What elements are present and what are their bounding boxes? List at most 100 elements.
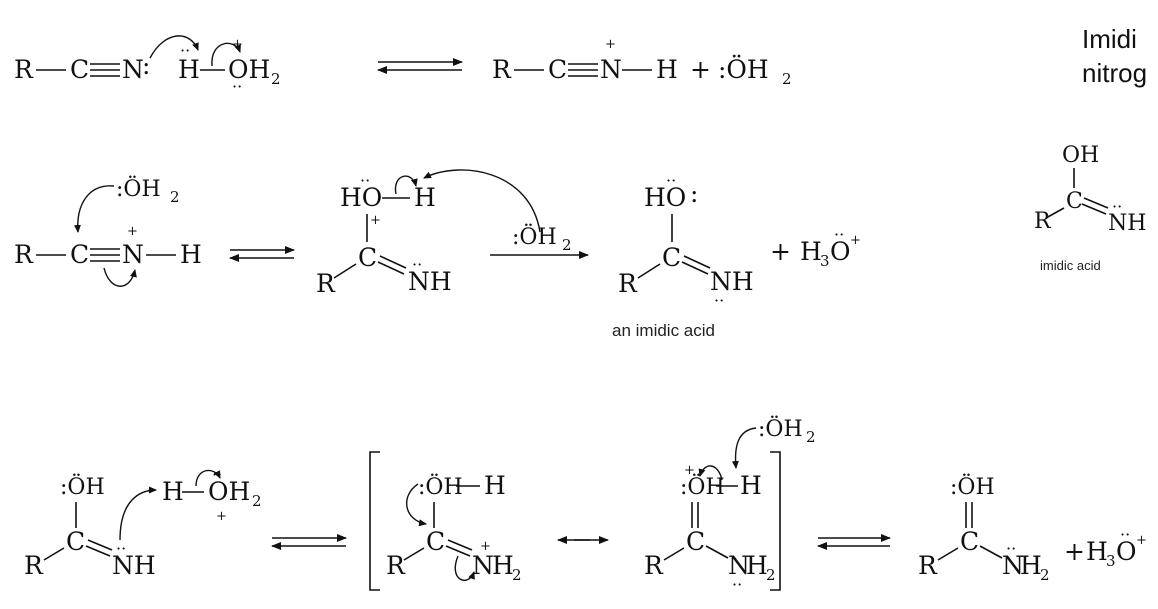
svg-text:2: 2 [271, 70, 281, 88]
svg-text:2: 2 [766, 566, 776, 584]
svg-text:+: + [370, 213, 381, 228]
svg-text:··: ·· [232, 77, 242, 96]
caption-imidic-acid: imidic acid [1040, 258, 1101, 273]
water-reagent: :ÖH [116, 175, 161, 202]
row3-imidic-acid: :ÖH C R NH ·· H OH 2 ·· + [24, 465, 262, 580]
row3-resonance-a: :ÖH H C R N H 2 + [386, 471, 522, 584]
svg-text:N: N [600, 55, 622, 84]
svg-text:+: + [1136, 533, 1147, 548]
svg-text:R: R [918, 551, 938, 580]
row3-amide-product: :ÖH C R N ·· H 2 + H 3 O ·· + [918, 473, 1147, 584]
svg-text:H: H [656, 55, 678, 84]
svg-text:H: H [180, 240, 202, 269]
row1-reactant-nitrile: R C N : [14, 51, 150, 84]
atom-h: H [178, 55, 200, 84]
svg-text:2: 2 [512, 566, 522, 584]
svg-text:C: C [662, 243, 681, 272]
svg-text:NH: NH [1108, 211, 1146, 236]
svg-text:H: H [740, 471, 762, 500]
equilibrium-arrow-1 [377, 58, 463, 74]
svg-text::: : [690, 179, 698, 208]
svg-text:··: ·· [1112, 197, 1122, 216]
equilibrium-arrow-4 [817, 534, 891, 550]
svg-text:C: C [358, 243, 377, 272]
svg-text::ÖH: :ÖH [60, 473, 105, 500]
svg-text:+: + [1064, 537, 1085, 566]
svg-text:R: R [316, 269, 336, 298]
svg-text:3: 3 [820, 252, 830, 270]
svg-text:O: O [830, 237, 851, 266]
svg-text:+: + [690, 55, 711, 84]
svg-text:C: C [66, 527, 85, 556]
svg-text:C: C [686, 527, 705, 556]
row2-oxonium-intermediate: HO ·· H + C R NH ·· [316, 169, 541, 298]
svg-text:C: C [426, 527, 445, 556]
svg-text:H: H [1086, 537, 1108, 566]
svg-text:+: + [605, 37, 616, 52]
row1-protonated-nitrile: R C N + H + :ÖH 2 [492, 37, 792, 88]
svg-text:N: N [728, 551, 750, 580]
atom-o: OH [228, 55, 270, 84]
svg-text:H: H [1020, 551, 1042, 580]
svg-text:H: H [800, 237, 822, 266]
svg-text:N: N [472, 551, 494, 580]
svg-text:C: C [70, 240, 89, 269]
svg-text:C: C [548, 55, 567, 84]
equilibrium-arrow-3 [271, 534, 347, 550]
svg-text:O: O [1116, 537, 1137, 566]
svg-text:HO: HO [340, 183, 382, 212]
curved-arrow-1 [149, 35, 199, 59]
svg-text:+: + [216, 509, 227, 524]
svg-text:R: R [1034, 209, 1052, 234]
svg-text:NH: NH [408, 267, 452, 296]
row2-imidic-acid-product: HO ·· : C R NH ·· + H 3 O ·· + an imidic… [612, 171, 861, 340]
svg-text:H: H [414, 183, 436, 212]
svg-text:+: + [850, 233, 861, 248]
svg-text:OH: OH [208, 477, 250, 506]
svg-text:+: + [480, 539, 491, 554]
svg-text:N: N [122, 240, 144, 269]
h-dots: ·· [180, 41, 190, 60]
atom-n: N [122, 55, 144, 84]
row2-nitrilium: :ÖH 2 R C N + H [14, 175, 202, 287]
svg-text:··: ·· [1120, 525, 1130, 544]
svg-text:R: R [14, 240, 34, 269]
row1-hydronium: H ·· OH 2 + ·· [149, 35, 281, 96]
svg-text:2: 2 [782, 70, 792, 88]
svg-text:H: H [492, 551, 514, 580]
svg-text:H: H [484, 471, 506, 500]
svg-text:··: ·· [412, 255, 422, 274]
svg-text:N: N [1002, 551, 1024, 580]
svg-text:R: R [386, 551, 406, 580]
svg-text:+: + [770, 237, 791, 266]
row2-forward-arrow: :ÖH 2 [490, 223, 589, 259]
svg-text:HO: HO [644, 183, 686, 212]
atom-r: R [14, 55, 34, 84]
svg-text:NH: NH [710, 267, 754, 296]
svg-text:H: H [162, 477, 184, 506]
svg-text:2: 2 [170, 188, 180, 206]
svg-text:··: ·· [666, 171, 676, 190]
resonance-bracket [369, 451, 781, 591]
svg-text:C: C [1066, 189, 1083, 214]
svg-text::ÖH: :ÖH [418, 473, 463, 500]
svg-text:OH: OH [1062, 143, 1099, 168]
svg-text:+: + [684, 463, 695, 478]
equilibrium-arrow-2 [229, 246, 295, 262]
svg-text:··: ·· [834, 225, 844, 244]
svg-text::ÖH: :ÖH [512, 223, 557, 250]
svg-text:··: ·· [714, 291, 724, 310]
svg-text:2: 2 [1040, 566, 1050, 584]
svg-text:R: R [618, 269, 638, 298]
svg-text::ÖH: :ÖH [950, 473, 995, 500]
svg-text::ÖH: :ÖH [758, 415, 803, 442]
svg-text:··: ·· [360, 171, 370, 190]
svg-text:··: ·· [116, 539, 126, 558]
svg-text:+: + [127, 224, 138, 239]
svg-text:2: 2 [252, 492, 262, 510]
caption-an-imidic-acid: an imidic acid [612, 321, 715, 340]
svg-text:R: R [24, 551, 44, 580]
row3-resonance-b: :ÖH 2 :ÖH + H C R N H 2 ·· [644, 415, 816, 594]
title-line-1: Imidi [1082, 24, 1137, 54]
